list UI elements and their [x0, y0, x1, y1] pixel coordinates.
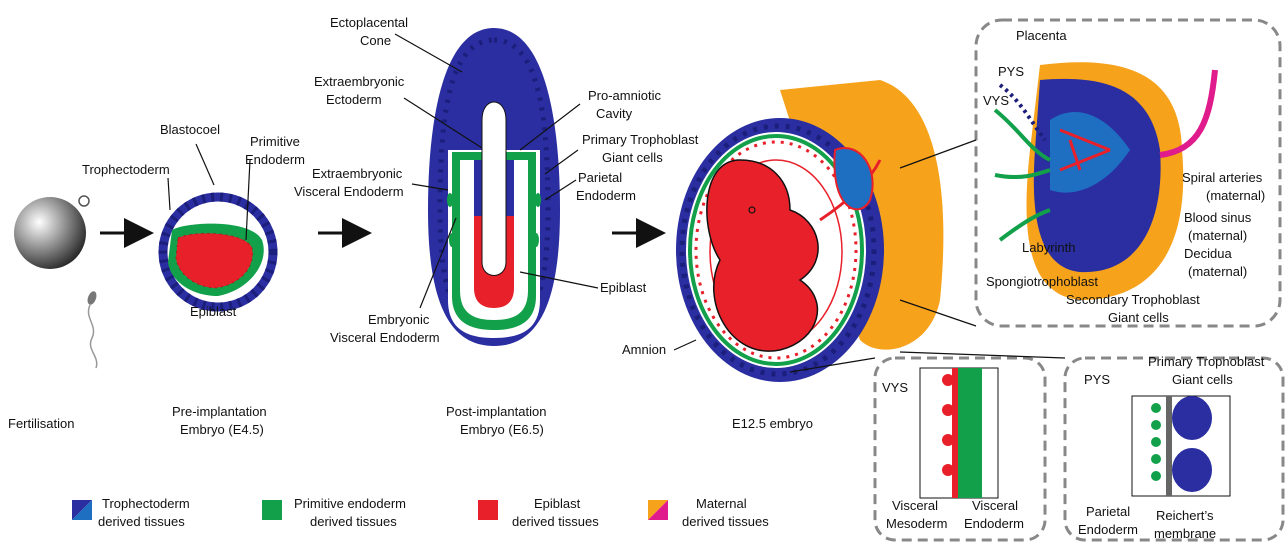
label-proamniotic-2: Cavity	[596, 106, 633, 121]
label-blastocoel: Blastocoel	[160, 122, 220, 137]
label-reichert-2: membrane	[1154, 526, 1216, 541]
legend-item-epiblast: Epiblast derived tissues	[478, 496, 599, 529]
label-inset-vys: VYS	[882, 380, 908, 395]
pys-inset-illustration	[1132, 396, 1230, 496]
label-extraemb-visc-1: Extraembryonic	[312, 166, 403, 181]
label-extraemb-visc-2: Visceral Endoderm	[294, 184, 404, 199]
egg-cell	[14, 197, 86, 269]
legend-item-primitive-endoderm: Primitive endoderm derived tissues	[262, 496, 406, 529]
legend-label-1-line1: Trophectoderm	[102, 496, 190, 511]
label-ptgc-1: Primary Trophoblast	[582, 132, 699, 147]
caption-post-2: Embryo (E6.5)	[460, 422, 544, 437]
label-amnion: Amnion	[622, 342, 666, 357]
e125-embryo	[676, 80, 943, 382]
label-ptgc-2: Giant cells	[602, 150, 663, 165]
caption-pre-1: Pre-implantation	[172, 404, 267, 419]
label-spiral-1: Spiral arteries	[1182, 170, 1263, 185]
label-spongio: Spongiotrophoblast	[986, 274, 1098, 289]
polar-body	[79, 196, 89, 206]
caption-pre-2: Embryo (E4.5)	[180, 422, 264, 437]
legend-label-4-line1: Maternal	[696, 496, 747, 511]
legend-label-2-line2: derived tissues	[310, 514, 397, 529]
egg-cylinder	[428, 28, 560, 346]
label-emb-visc-2: Visceral Endoderm	[330, 330, 440, 345]
label-ectoplacental-1: Ectoplacental	[330, 15, 408, 30]
label-stgc-1: Secondary Trophoblast	[1066, 292, 1200, 307]
legend-label-4-line2: derived tissues	[682, 514, 769, 529]
sperm-tail	[88, 305, 96, 368]
label-labyrinth: Labyrinth	[1022, 240, 1075, 255]
label-epiblast-pre: Epiblast	[190, 304, 237, 319]
label-parietal-1: Parietal	[578, 170, 622, 185]
caption-e125: E12.5 embryo	[732, 416, 813, 431]
label-proamniotic-1: Pro-amniotic	[588, 88, 661, 103]
legend: Trophectoderm derived tissues Primitive …	[72, 496, 769, 529]
label-primitive-endoderm-1: Primitive	[250, 134, 300, 149]
legend-label-3-line1: Epiblast	[534, 496, 581, 511]
legend-label-2-line1: Primitive endoderm	[294, 496, 406, 511]
label-reichert-1: Reichert’s	[1156, 508, 1214, 523]
label-spiral-2: (maternal)	[1206, 188, 1265, 203]
label-vys: VYS	[983, 93, 1009, 108]
label-visc-meso-2: Mesoderm	[886, 516, 947, 531]
legend-label-3-line2: derived tissues	[512, 514, 599, 529]
label-visc-meso-1: Visceral	[892, 498, 938, 513]
label-inset-pys: PYS	[1084, 372, 1110, 387]
label-placenta: Placenta	[1016, 28, 1067, 43]
legend-item-trophectoderm: Trophectoderm derived tissues	[72, 496, 190, 529]
label-emb-visc-1: Embryonic	[368, 312, 430, 327]
label-decidua-1: Decidua	[1184, 246, 1232, 261]
label-inset-ptgc-1: Primary Trophoblast	[1148, 354, 1265, 369]
label-inset-parietal-2: Endoderm	[1078, 522, 1138, 537]
label-visc-endo-2: Endoderm	[964, 516, 1024, 531]
label-sinus-2: (maternal)	[1188, 228, 1247, 243]
label-pys: PYS	[998, 64, 1024, 79]
label-inset-ptgc-2: Giant cells	[1172, 372, 1233, 387]
legend-swatch-primitive-endoderm	[262, 500, 282, 520]
legend-item-maternal: Maternal derived tissues	[648, 496, 769, 529]
label-sinus-1: Blood sinus	[1184, 210, 1252, 225]
label-epiblast-post: Epiblast	[600, 280, 647, 295]
sperm-head	[86, 290, 98, 306]
blastocyst	[163, 197, 273, 307]
label-inset-parietal-1: Parietal	[1086, 504, 1130, 519]
label-extraemb-ecto-2: Ectoderm	[326, 92, 382, 107]
legend-swatch-epiblast	[478, 500, 498, 520]
egg-with-sperm	[14, 196, 98, 368]
label-trophectoderm: Trophectoderm	[82, 162, 170, 177]
label-primitive-endoderm-2: Endoderm	[245, 152, 305, 167]
vys-inset-illustration	[920, 368, 998, 498]
caption-post-1: Post-implantation	[446, 404, 546, 419]
label-extraemb-ecto-1: Extraembryonic	[314, 74, 405, 89]
caption-fertilisation: Fertilisation	[8, 416, 74, 431]
legend-label-1-line2: derived tissues	[98, 514, 185, 529]
label-parietal-2: Endoderm	[576, 188, 636, 203]
label-decidua-2: (maternal)	[1188, 264, 1247, 279]
label-stgc-2: Giant cells	[1108, 310, 1169, 325]
label-ectoplacental-2: Cone	[360, 33, 391, 48]
label-visc-endo-1: Visceral	[972, 498, 1018, 513]
